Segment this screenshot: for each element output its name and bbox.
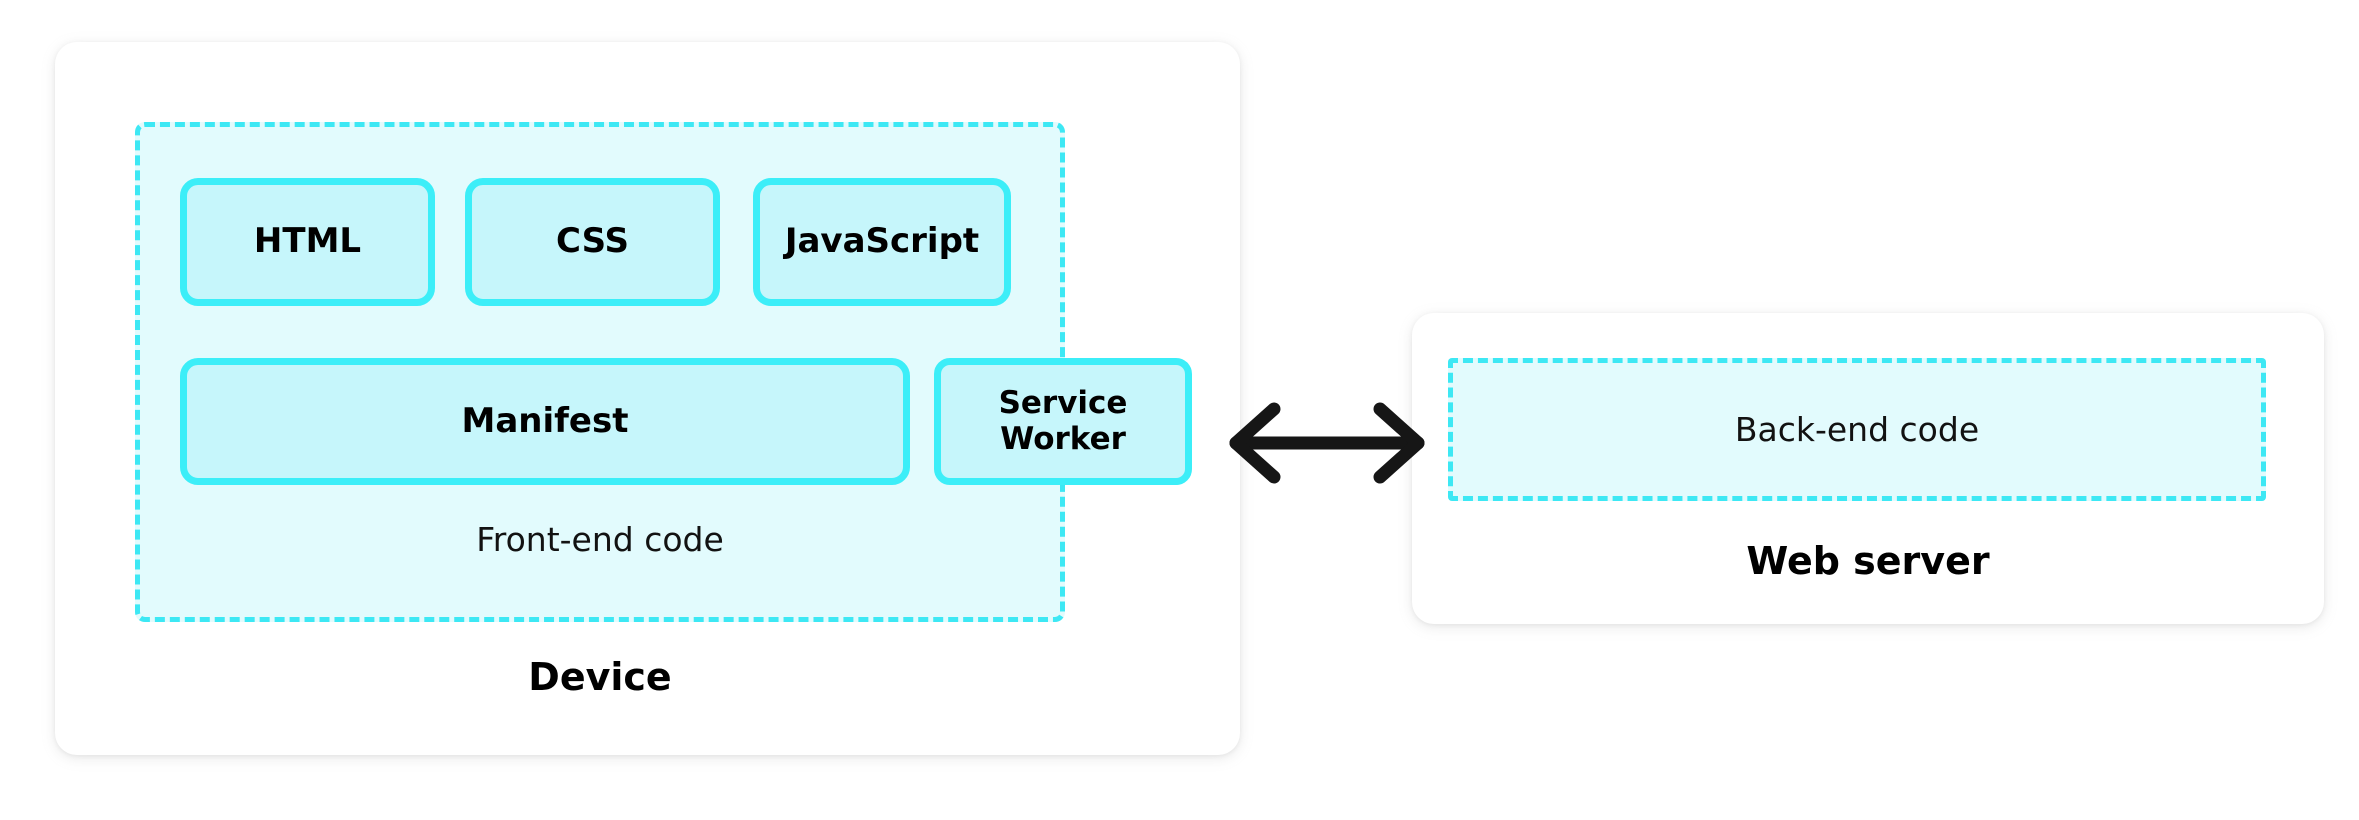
service-worker-label-line2: Worker	[1000, 420, 1126, 457]
back-end-code-region	[1448, 358, 2266, 501]
web-server-label: Web server	[1746, 539, 1990, 583]
service-worker-box[interactable]: Service Worker	[934, 358, 1192, 485]
back-end-code-label: Back-end code	[1734, 410, 1980, 449]
front-end-code-label: Front-end code	[476, 520, 724, 559]
device-label: Device	[528, 655, 672, 699]
javascript-box[interactable]: JavaScript	[753, 178, 1011, 306]
html-box[interactable]: HTML	[180, 178, 435, 306]
manifest-box[interactable]: Manifest	[180, 358, 910, 485]
css-box[interactable]: CSS	[465, 178, 720, 306]
bidirectional-arrow-icon	[1229, 402, 1425, 484]
service-worker-label-line1: Service	[998, 384, 1128, 421]
